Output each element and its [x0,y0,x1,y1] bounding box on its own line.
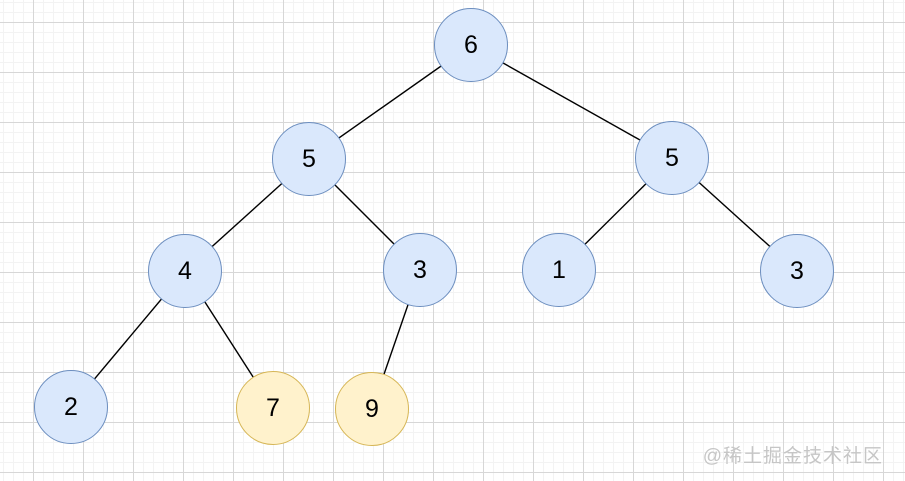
tree-node-lrl: 9 [335,372,409,446]
node-value: 1 [552,255,566,284]
tree-node-lr: 3 [383,233,457,307]
node-value: 4 [178,256,192,285]
watermark: @稀土掘金技术社区 [702,446,883,467]
tree-node-r: 5 [635,121,709,195]
tree-node-rr: 3 [760,234,834,308]
node-value: 9 [365,394,379,423]
node-value: 6 [464,30,478,59]
node-value: 2 [64,392,78,421]
tree-node-ll: 4 [148,234,222,308]
tree-node-root: 6 [434,8,508,82]
node-value: 5 [665,143,679,172]
tree-node-lll: 2 [34,370,108,444]
tree-edge [470,44,673,159]
tree-node-l: 5 [272,122,346,196]
node-value: 3 [413,255,427,284]
node-value: 7 [266,393,280,422]
tree-node-rl: 1 [522,233,596,307]
tree-node-llr: 7 [236,371,310,445]
node-value: 3 [790,256,804,285]
node-value: 5 [302,144,316,173]
